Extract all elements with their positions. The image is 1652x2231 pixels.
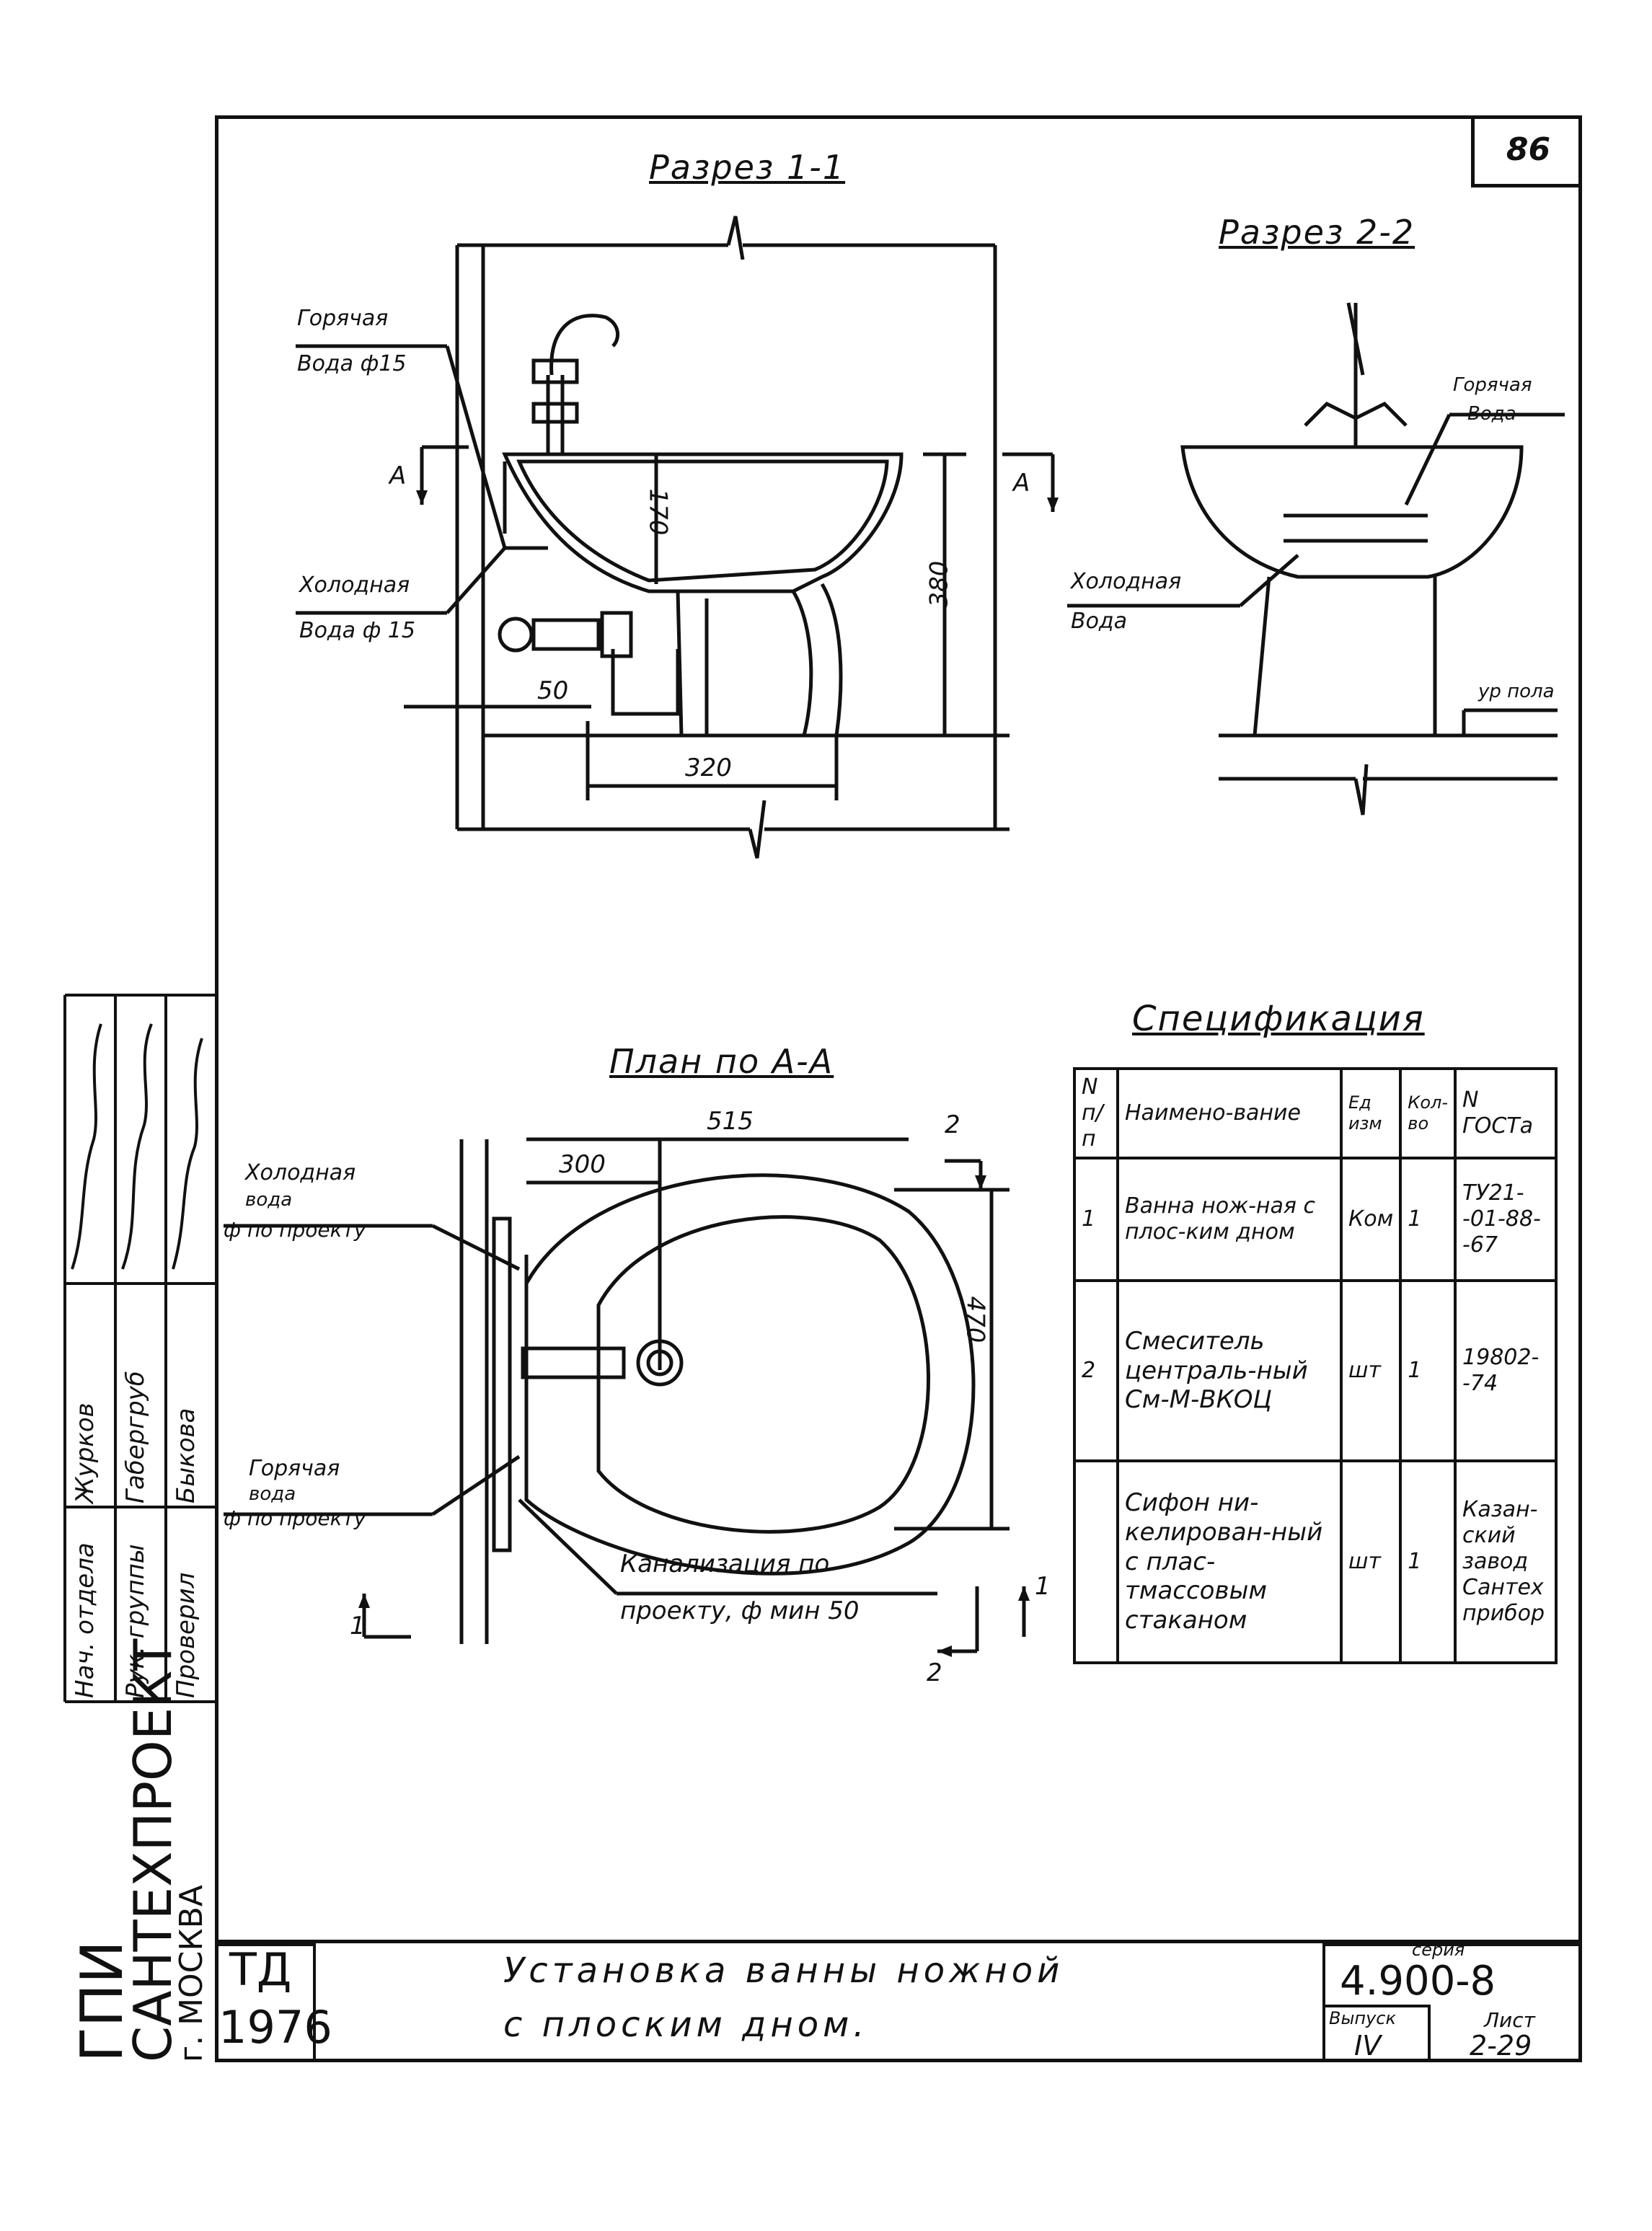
hot-water-label-2-line2: Вода <box>1467 403 1516 425</box>
cold-water-label-2-line2: Вода <box>1071 609 1128 634</box>
spec-cell: Ванна нож-ная с плос-ким дном <box>1116 1157 1343 1282</box>
spec-header-unit: Ед изм <box>1339 1067 1403 1159</box>
section-2-bottom-marker: 2 <box>927 1658 942 1687</box>
stamp-sheet: 2-29 <box>1470 2030 1532 2062</box>
spec-cell: шт <box>1339 1279 1403 1462</box>
sewer-plan-line2: проекту, ф мин 50 <box>620 1596 860 1625</box>
spec-cell: 1 <box>1399 1459 1457 1664</box>
spec-cell: Сифон ни-келирован-ный с плас-тмассовым … <box>1116 1459 1343 1664</box>
hot-water-plan-line1: Горячая <box>249 1456 340 1481</box>
signature-1 <box>71 1023 102 1270</box>
dim-50: 50 <box>537 676 569 705</box>
spec-header-num: N п/п <box>1073 1067 1119 1159</box>
dim-300: 300 <box>559 1150 606 1179</box>
hot-water-label-2-line1: Горячая <box>1453 374 1532 396</box>
stamp-issue: IV <box>1354 2030 1382 2062</box>
spec-row: 1 Ванна нож-ная с плос-ким дном Ком 1 ТУ… <box>1073 1157 1558 1282</box>
hot-water-plan-line3: ф по проекту <box>224 1506 366 1530</box>
cold-water-plan-line2: вода <box>245 1189 293 1211</box>
drawing-frame <box>215 115 1582 2062</box>
stamp-series-label: серия <box>1412 1940 1465 1960</box>
dim-515: 515 <box>707 1107 754 1136</box>
stamp-caption-line1: Установка ванны ножной <box>503 1951 1064 1991</box>
title-stamp: ТД 1976 Установка ванны ножной с плоским… <box>215 1940 1582 2062</box>
spec-row: 2 Смеситель централь-ный См-М-ВКОЦ шт 1 … <box>1073 1279 1558 1462</box>
stamp-issue-label: Выпуск <box>1329 2008 1396 2028</box>
stamp-issue-cell <box>1322 2005 1431 2062</box>
cold-water-plan-line1: Холодная <box>245 1160 356 1185</box>
sheet-number: 86 <box>1471 115 1582 187</box>
spec-cell: Казан-ский завод Сантех прибор <box>1454 1459 1558 1664</box>
spec-title: Спецификация <box>1132 999 1425 1039</box>
spec-header-qty: Кол-во <box>1399 1067 1457 1159</box>
spec-cell: 1 <box>1073 1157 1119 1282</box>
stamp-caption-line2: с плоским дном. <box>503 2005 869 2045</box>
section-1-right-marker: 1 <box>1035 1572 1051 1601</box>
stamp-series: 4.900-8 <box>1340 1958 1496 2005</box>
spec-cell: шт <box>1339 1459 1403 1664</box>
section-2-title: Разрез 2-2 <box>1219 213 1415 252</box>
spec-cell: Ком <box>1339 1157 1403 1282</box>
floor-level-label: ур пола <box>1478 681 1555 702</box>
spec-cell: ТУ21--01-88--67 <box>1454 1157 1558 1282</box>
dim-320: 320 <box>685 754 732 782</box>
spec-cell: 1 <box>1399 1157 1457 1282</box>
hot-water-label-1-line2: Вода ф15 <box>297 351 407 376</box>
plan-title: План по А-А <box>609 1042 834 1081</box>
cold-water-label-1-line1: Холодная <box>299 573 410 598</box>
signature-2 <box>121 1023 153 1270</box>
org-city: г. МОСКВА <box>173 1885 210 2062</box>
spec-header-row: N п/п Наимено-вание Ед изм Кол-во N ГОСТ… <box>1073 1067 1558 1159</box>
cold-water-plan-line3: ф по проекту <box>224 1218 366 1242</box>
spec-row: Сифон ни-келирован-ный с плас-тмассовым … <box>1073 1459 1558 1664</box>
stamp-td: ТД <box>229 1943 292 1996</box>
hot-water-label-1-line1: Горячая <box>297 306 389 331</box>
stamp-td-cell <box>215 1943 316 2062</box>
spec-cell: Смеситель централь-ный См-М-ВКОЦ <box>1116 1279 1343 1462</box>
section-a-left-marker: А <box>389 461 407 490</box>
section-1-title: Разрез 1-1 <box>649 148 846 187</box>
signature-3 <box>172 1038 203 1270</box>
section-1-left-marker: 1 <box>350 1612 366 1640</box>
sewer-plan-line1: Канализация по <box>620 1550 830 1578</box>
cold-water-label-2-line1: Холодная <box>1071 569 1182 594</box>
cold-water-label-1-line2: Вода ф 15 <box>299 618 415 643</box>
section-2-top-marker: 2 <box>945 1110 960 1139</box>
spec-cell: 1 <box>1399 1279 1457 1462</box>
section-a-right-marker: А <box>1013 469 1030 498</box>
hot-water-plan-line2: вода <box>249 1483 296 1505</box>
spec-header-gost: N ГОСТа <box>1454 1067 1558 1159</box>
spec-cell: 19802--74 <box>1454 1279 1558 1462</box>
spec-table: N п/п Наимено-вание Ед изм Кол-во N ГОСТ… <box>1073 1067 1558 1664</box>
stamp-year: 1976 <box>218 2001 332 2054</box>
stamp-series-cell <box>1322 1943 1582 2062</box>
spec-cell: 2 <box>1073 1279 1119 1462</box>
stamp-sheet-label: Лист <box>1484 2008 1535 2032</box>
spec-header-name: Наимено-вание <box>1116 1067 1343 1159</box>
spec-cell <box>1073 1459 1119 1664</box>
